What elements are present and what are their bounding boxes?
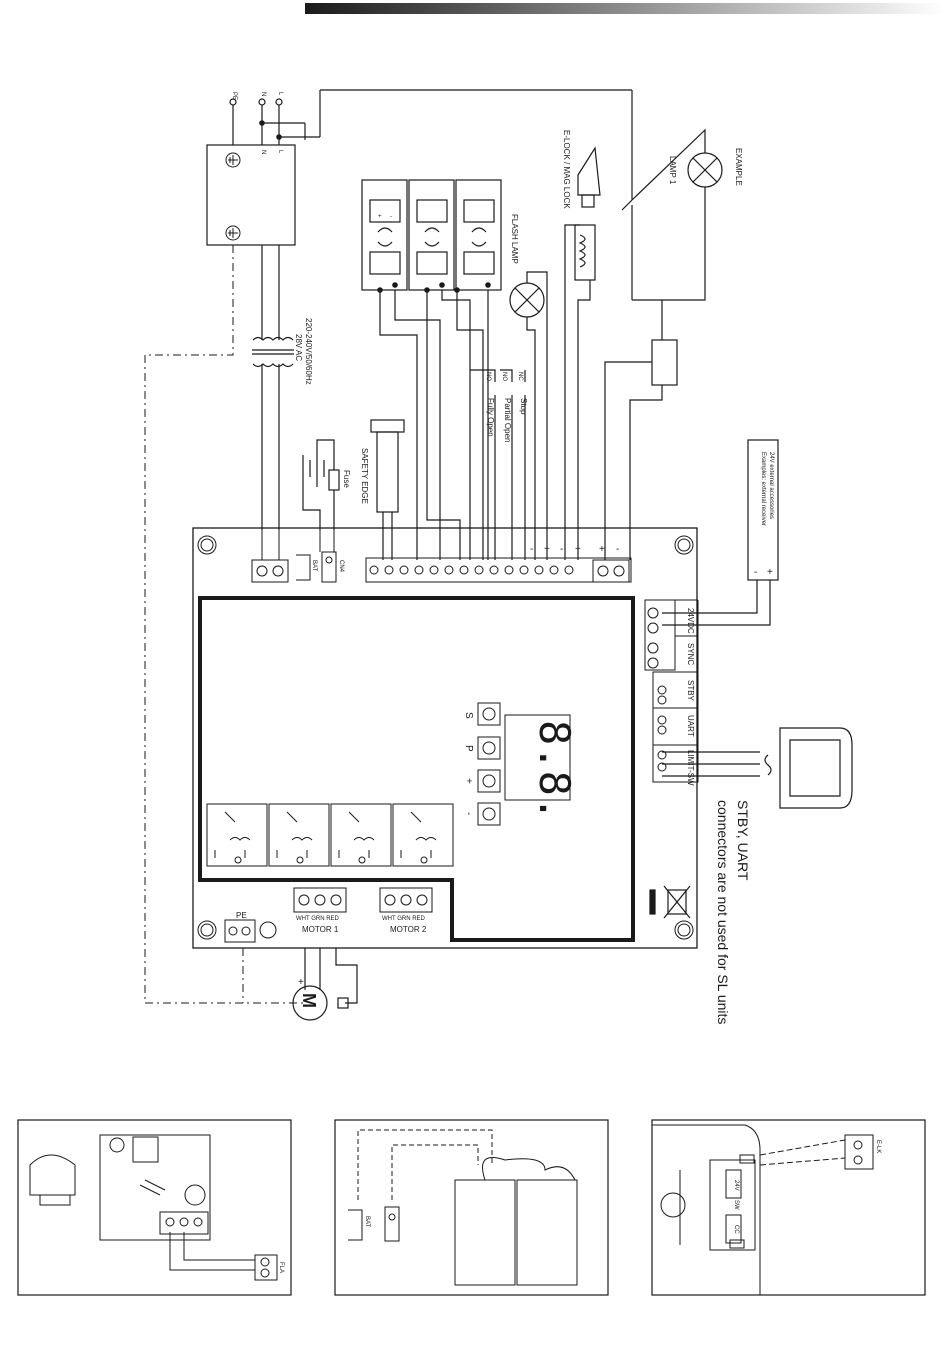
cn-label: CN4 <box>338 560 344 573</box>
photocell-plus: + <box>378 214 382 220</box>
accessories-minus: - <box>754 567 757 578</box>
accessories-line1: 24V external accessories <box>768 452 774 519</box>
transformer-spec-1: 220-240V/50/60Hz <box>304 318 313 385</box>
battery-fuse-group <box>302 439 340 530</box>
mains-terminal-box <box>206 144 296 246</box>
board-buttons <box>477 702 501 826</box>
conn-limit-label: LIMIT-SW <box>686 750 695 786</box>
accessories-plus: + <box>767 567 773 578</box>
term-minus-2: - <box>560 544 563 555</box>
elock-icon <box>564 146 601 560</box>
stop-label: Stop <box>519 398 528 415</box>
no2-label: NO <box>501 372 507 381</box>
control-board <box>192 527 698 949</box>
accessories-line2: Examples: external receiver <box>760 452 766 526</box>
term-plus-3: + <box>599 544 605 555</box>
n2-label: N <box>260 150 266 154</box>
l-label: L <box>277 92 283 96</box>
term-plus-2: + <box>575 544 581 555</box>
button-minus[interactable]: - <box>463 812 474 815</box>
n-label: N <box>260 92 266 96</box>
panel-elock <box>651 1119 926 1296</box>
relay-blocks <box>206 803 454 867</box>
limit-switch-sensor <box>662 727 853 809</box>
l2-label: L <box>277 150 283 154</box>
partial-open-label: Partial Open <box>503 398 512 442</box>
mains-supply <box>229 89 633 200</box>
motor-connectors <box>224 887 433 943</box>
motor1-wires: WHT GRN RED <box>296 916 340 922</box>
motor2-wires: WHT GRN RED <box>382 916 426 922</box>
fuse-label: Fuse <box>342 470 351 488</box>
conn-stby-label: STBY <box>686 680 695 702</box>
motor-symbol: M <box>299 993 319 1008</box>
safety-edge-label: SAFETY EDGE <box>360 448 369 504</box>
flash-lamp-label: FLASH LAMP <box>510 214 519 264</box>
board-battery-label: BAT <box>311 560 317 572</box>
photocell-minus: - <box>390 214 392 220</box>
earth-icon <box>225 152 241 241</box>
board-pe-label: PE <box>236 911 247 920</box>
motor2-label: MOTOR 2 <box>390 925 427 934</box>
conn-uart-label: UART <box>686 715 695 737</box>
panel-flash-content <box>29 1134 278 1281</box>
motor-icon <box>292 948 358 1021</box>
panel-battery <box>334 1119 609 1296</box>
example-lamp-line1: EXAMPLE <box>734 148 743 186</box>
term-minus-1: - <box>530 544 533 555</box>
panel-battery-label: BAT <box>364 1216 370 1228</box>
main-terminal-strip <box>365 557 632 583</box>
right-connectors <box>644 599 699 783</box>
motor1-label: MOTOR 1 <box>302 925 339 934</box>
button-plus[interactable]: + <box>463 778 474 784</box>
panel-elock-content <box>652 1124 874 1295</box>
safety-edge <box>370 419 405 560</box>
note-line2: connectors are not used for SL units <box>715 800 731 1024</box>
panel-battery-content <box>348 1129 578 1286</box>
example-lamp-icon <box>604 128 723 560</box>
display-readout: 8.8. <box>530 720 579 821</box>
example-lamp-line2: LAMP 1 <box>668 156 677 185</box>
earth-dashed-line <box>144 245 305 1004</box>
panel-elock-label: E-LK <box>875 1140 881 1153</box>
seven-segment-display <box>504 714 571 801</box>
panel-elock-sw: SW <box>733 1200 739 1210</box>
transformer-symbol <box>252 245 294 530</box>
conn-sync-label: SYNC <box>686 643 695 665</box>
board-mount-holes <box>197 535 694 940</box>
nc-label: NC <box>517 372 523 381</box>
panel-flash <box>17 1119 292 1296</box>
fully-open-label: Fully Open <box>486 398 495 437</box>
photocell-terminal-marks <box>377 282 491 293</box>
note-line1: STBY, UART <box>735 800 751 881</box>
flash-lamp-icon <box>509 271 548 560</box>
power-input-connector <box>251 530 289 583</box>
button-p[interactable]: P <box>463 745 474 752</box>
pe-label: PE <box>231 92 237 100</box>
term-minus-3: - <box>616 544 619 555</box>
input-switches <box>470 369 526 560</box>
inner-module-frame <box>198 596 635 942</box>
header-gradient-bar <box>305 3 945 14</box>
no1-label: NO <box>485 372 491 381</box>
term-plus-1: + <box>544 544 550 555</box>
conn-24vdc-label: 24VDC <box>686 608 695 634</box>
button-s[interactable]: S <box>463 712 474 719</box>
photocell-pairs <box>361 179 502 560</box>
panel-elock-cc: CC <box>733 1225 739 1234</box>
battery-connector <box>296 530 337 583</box>
panel-elock-24v: 24V <box>733 1180 739 1191</box>
motor-plus: + <box>298 977 304 988</box>
panel-flash-label: FLA <box>278 1262 284 1273</box>
elock-label: E-LOCK / MAG LOCK <box>562 130 571 209</box>
weee-bin-icon <box>649 885 691 919</box>
transformer-spec-2: 28V AC <box>294 334 303 361</box>
